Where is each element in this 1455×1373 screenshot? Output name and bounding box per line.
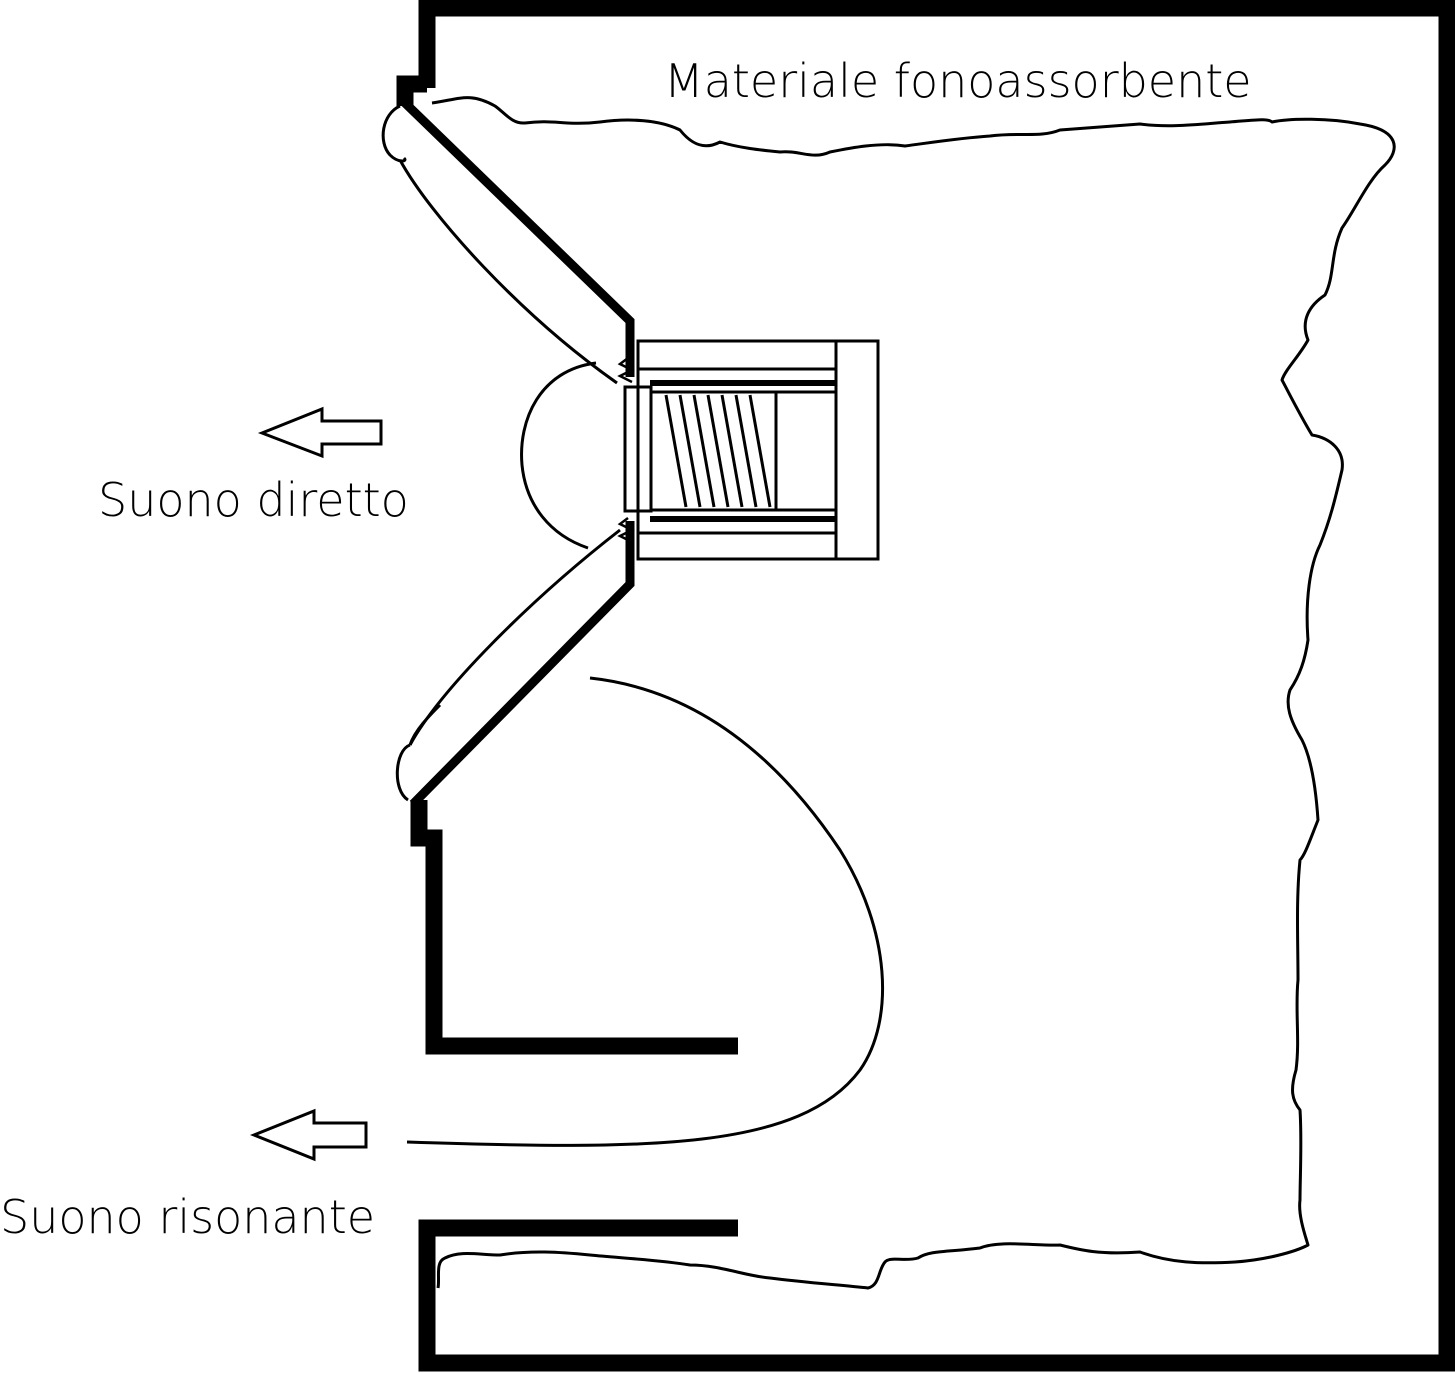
coil-winding	[734, 394, 758, 508]
cone-upper-side	[399, 97, 635, 377]
surround-roll-lower	[395, 743, 411, 802]
cabinet-front-baffle	[410, 800, 738, 1055]
coil-winding	[664, 394, 688, 508]
magnet-outer-frame	[636, 339, 880, 561]
spider-suspension	[617, 357, 635, 544]
coil-winding	[678, 394, 702, 508]
baffle-top-notch	[396, 75, 427, 106]
resonant-sound-path	[406, 676, 885, 1147]
cone-edge-lower-inner	[408, 703, 442, 746]
cone-lower-side	[409, 521, 635, 808]
spider-lower	[617, 517, 635, 544]
cone-edge-upper	[398, 159, 618, 385]
back-plate	[834, 339, 880, 561]
direct-sound-label: Suono diretto	[98, 473, 409, 527]
cone-surround-lower	[395, 528, 621, 802]
voice-coil-windings	[664, 394, 772, 508]
absorbent-material-label: Materiale fonoassorbente	[664, 54, 1252, 108]
cone-surround-upper	[381, 104, 618, 385]
coil-winding	[692, 394, 716, 508]
coil-winding	[748, 394, 772, 508]
spider-upper	[617, 357, 635, 384]
magnet-assembly	[623, 339, 880, 561]
cabinet-outer-wall	[418, 0, 1455, 1372]
absorbent-material-outline	[431, 96, 1396, 1290]
resonant-sound-arrow-icon	[249, 1108, 368, 1162]
resonant-sound-label: Suono risonante	[0, 1190, 375, 1244]
cone-edge-lower	[408, 528, 621, 746]
direct-sound-arrow-icon	[257, 406, 383, 459]
cabinet-enclosure	[396, 0, 1455, 1372]
coil-winding	[720, 394, 744, 508]
surround-roll-upper	[381, 104, 407, 163]
dust-cap	[520, 361, 597, 550]
coil-winding	[706, 394, 730, 508]
voice-coil-box	[649, 390, 778, 512]
driver-cone	[399, 97, 635, 808]
